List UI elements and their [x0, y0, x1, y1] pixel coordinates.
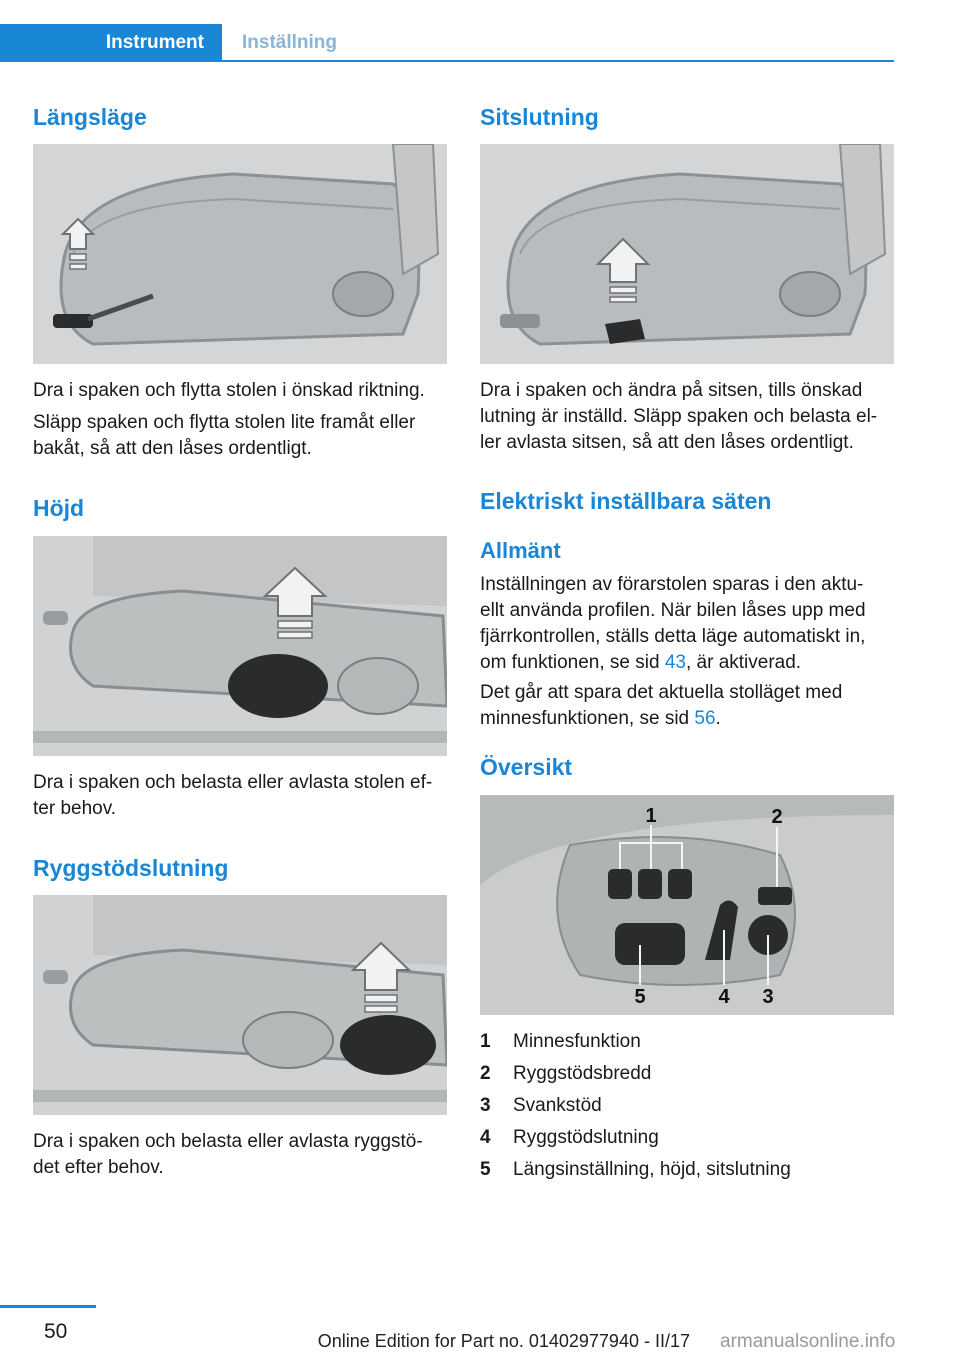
text-allmant-c: fjärrkontrollen, ställs detta läge autom…	[480, 626, 866, 647]
legend-item: 1 Minnesfunktion	[480, 1026, 791, 1058]
legend-item: 5 Längsinställning, höjd, sitslutning	[480, 1154, 791, 1186]
text-langslage-1: Dra i spaken och flytta stolen i önskad …	[33, 380, 425, 401]
legend-item: 3 Svankstöd	[480, 1090, 791, 1122]
legend-item: 4 Ryggstödslutning	[480, 1122, 791, 1154]
text-langslage-2b: bakåt, så att den låses ordentligt.	[33, 438, 312, 459]
legend-number: 3	[480, 1095, 491, 1116]
text-memory-b: minnesfunktionen, se sid 56.	[480, 706, 721, 732]
tab-instrument[interactable]: Instrument	[0, 24, 222, 62]
header-divider	[222, 60, 894, 62]
text-sits-c: ler avlasta sitsen, så att den låses ord…	[480, 432, 854, 453]
figure-seat-tilt	[480, 144, 894, 364]
page-link-43[interactable]: 43	[664, 652, 686, 673]
text-allmant-d1: om funktionen, se sid	[480, 652, 665, 673]
text-allmant-b: ellt använda profilen. När bilen låses u…	[480, 600, 866, 621]
legend-label: Ryggstödsbredd	[513, 1063, 652, 1084]
watermark-text: armanualsonline.info	[720, 1331, 896, 1352]
page-link-56[interactable]: 56	[694, 708, 716, 729]
legend-number: 4	[480, 1127, 491, 1148]
tab-installning[interactable]: Inställning	[242, 32, 337, 53]
page-number: 50	[44, 1320, 68, 1343]
callout-5: 5	[634, 986, 645, 1008]
heading-elektriskt: Elektriskt inställbara säten	[480, 488, 772, 514]
heading-langslage: Längsläge	[33, 104, 147, 130]
legend-number: 2	[480, 1063, 491, 1084]
legend-label: Minnesfunktion	[513, 1031, 641, 1052]
text-allmant-d: om funktionen, se sid 43, är aktiverad.	[480, 650, 801, 676]
heading-hojd: Höjd	[33, 495, 85, 521]
legend-number: 1	[480, 1031, 491, 1052]
figure-seat-backrest	[33, 895, 447, 1115]
heading-allmant: Allmänt	[480, 538, 561, 563]
text-memory-a: Det går att spara det aktuella stolläget…	[480, 682, 843, 703]
legend-item: 2 Ryggstödsbredd	[480, 1058, 791, 1090]
heading-sitslutning: Sitslutning	[480, 104, 599, 130]
figure-seat-height	[33, 536, 447, 756]
heading-oversikt: Översikt	[480, 754, 573, 780]
text-memory-b2: .	[715, 708, 721, 729]
text-ryggstod-a: Dra i spaken och belasta eller avlasta r…	[33, 1131, 423, 1152]
callout-4: 4	[718, 986, 730, 1008]
legend-list: 1 Minnesfunktion 2 Ryggstödsbredd 3 Svankst…	[480, 1026, 791, 1186]
callout-3: 3	[762, 986, 773, 1008]
text-hojd-a: Dra i spaken och belasta eller avlasta s…	[33, 772, 433, 793]
text-allmant-d2: , är aktiverad.	[685, 652, 802, 673]
text-sits-b: lutning är inställd. Släpp spaken och be…	[480, 406, 878, 427]
text-allmant-a: Inställningen av förarstolen sparas i de…	[480, 574, 864, 595]
footer-divider	[0, 1305, 96, 1308]
callout-2: 2	[771, 806, 782, 828]
callout-1: 1	[645, 805, 656, 827]
legend-label: Svankstöd	[513, 1095, 602, 1116]
header-bar: Instrument Inställning	[0, 0, 960, 62]
text-sits-a: Dra i spaken och ändra på sitsen, tills …	[480, 380, 863, 401]
legend-label: Ryggstödslutning	[513, 1127, 659, 1148]
legend-number: 5	[480, 1159, 491, 1180]
text-memory-b1: minnesfunktionen, se sid	[480, 708, 695, 729]
figure-seat-lengthwise	[33, 144, 447, 364]
text-hojd-b: ter behov.	[33, 798, 117, 819]
text-langslage-2a: Släpp spaken och flytta stolen lite fram…	[33, 412, 416, 433]
text-ryggstod-b: det efter behov.	[33, 1157, 164, 1178]
legend-label: Längsinställning, höjd, sitslutning	[513, 1159, 791, 1180]
edition-text: Online Edition for Part no. 01402977940 …	[317, 1331, 690, 1351]
heading-ryggstodslutning: Ryggstödslutning	[33, 855, 229, 881]
figure-seat-controls-overview: 1 2 3 4 5	[480, 795, 894, 1015]
